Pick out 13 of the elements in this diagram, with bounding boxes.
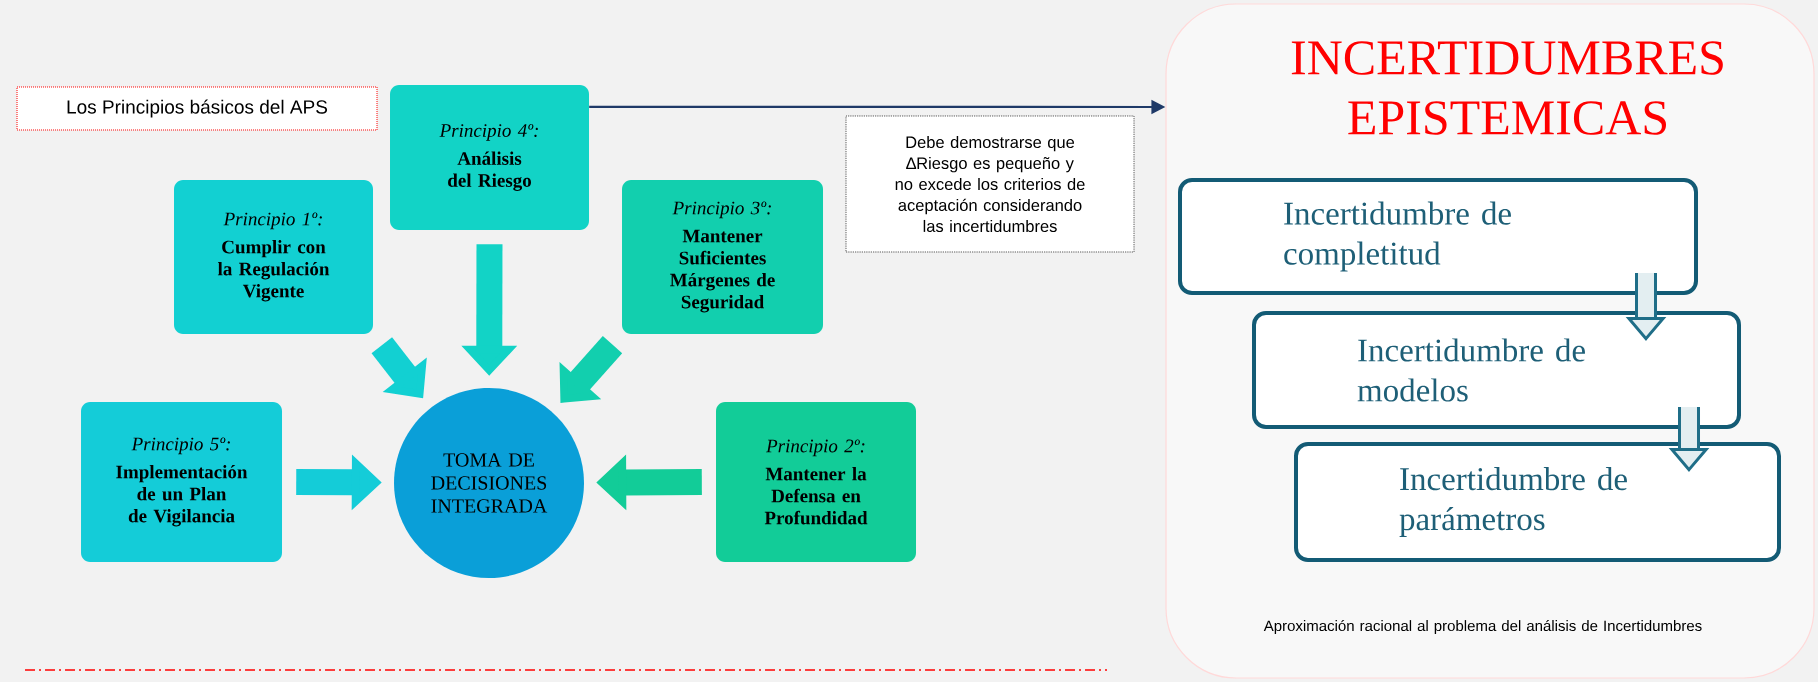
principle-box: Principio 2º: Mantener la Defensa en Profundidad [716, 402, 916, 562]
principle-box: Principio 4º: Análisis del Riesgo [390, 85, 589, 230]
panel-title: INCERTIDUMBRES EPISTEMICAS [1291, 41, 1723, 135]
uncertainty-box: Incertidumbre de completitud [1178, 178, 1698, 295]
principle-box: Principio 1º: Cumplir con la Regulación Vigente [174, 180, 373, 334]
block-arrow [559, 336, 623, 403]
principle-box: Principio 3º: Mantener Suficientes Márgenes de Seguridad [622, 180, 823, 334]
uncertainty-box: Incertidumbre de modelos [1252, 311, 1741, 429]
note-box: Debe demostrarse que ∆Riesgo es pequeño y no excede los criterios de aceptación considerando las incertidumbres [845, 115, 1135, 253]
principle-box: Principio 5º: Implementación de un Plan de Vigilancia [81, 402, 282, 562]
panel-note: Aproximación racional al problema del análisis de Incertidumbres [1263, 619, 1702, 635]
uncertainty-box: Incertidumbre de parámetros [1294, 442, 1781, 562]
label-box: Los Principios básicos del APS [16, 86, 378, 131]
